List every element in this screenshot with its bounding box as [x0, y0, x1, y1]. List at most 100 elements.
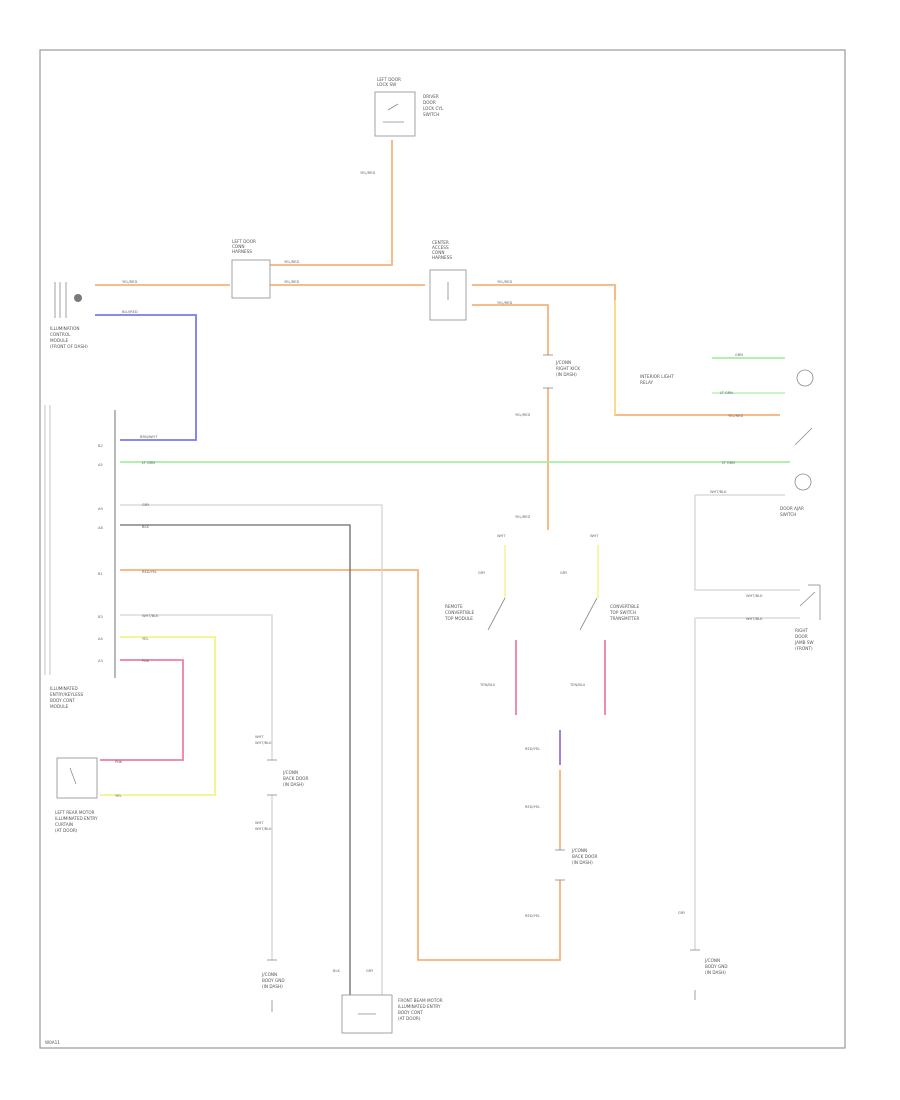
wire-label: YEL/RED: [497, 301, 512, 305]
wire-lightgray-2: [120, 614, 273, 760]
svg-text:DOOR: DOOR: [423, 100, 436, 105]
comp-label: CURTAIN: [55, 822, 73, 827]
svg-text:A4: A4: [98, 637, 103, 641]
svg-text:B1: B1: [98, 572, 103, 576]
comp-label: LEFT REAR MOTOR: [55, 810, 95, 815]
wire-label: BLU/RED: [122, 310, 138, 314]
comp-label: JAMB SW: [794, 640, 814, 645]
comp-label: DOOR AJAR: [780, 506, 804, 511]
wire-pink: [100, 659, 184, 761]
diagram-code: W0A11: [45, 1040, 60, 1045]
wire-label: LT GRN: [142, 461, 155, 465]
comp-label: HARNESS: [432, 255, 452, 260]
comp-label: BODY GND: [262, 978, 285, 983]
svg-text:B3: B3: [98, 615, 103, 619]
wire-label: WHT/BLK: [746, 594, 763, 598]
left-rear-actuator: PNK YEL LEFT REAR MOTOR ILLUMINATED ENTR…: [55, 757, 123, 833]
comp-label: (AT DOOR): [55, 828, 78, 833]
comp-label: MODULE: [50, 704, 69, 709]
comp-label: DOOR: [423, 100, 436, 105]
comp-label: ILLUMINATED: [50, 686, 78, 691]
wire-lightgray-4: [694, 495, 800, 591]
wire-label: RED/YEL: [525, 914, 540, 918]
wire-label: LT GRN: [720, 391, 733, 395]
wire-label: TEN/BLU: [569, 683, 586, 687]
wire-label: YEL/RED: [515, 413, 530, 417]
wire-label: WHT/BLK: [746, 617, 763, 621]
svg-text:SWITCH: SWITCH: [423, 112, 439, 117]
wire-label: YEL/RED: [515, 515, 530, 519]
wire-lightgray-1: [120, 504, 383, 995]
comp-label: J/CONN: [555, 360, 571, 365]
comp-label: TOP MODULE: [444, 616, 473, 621]
wire-label: WHT/BLK: [255, 741, 272, 745]
wire-label: WHT: [590, 534, 599, 538]
comp-label: J/CONN: [704, 958, 720, 963]
svg-text:LOCK SW: LOCK SW: [377, 82, 396, 87]
comp-label: CONVERTIBLE: [445, 610, 474, 615]
comp-label: ILLUMINATED ENTRY: [55, 816, 98, 821]
comp-label: J/CONN: [261, 972, 277, 977]
wires: [95, 140, 800, 995]
svg-text:A9: A9: [98, 507, 103, 511]
comp-label: CONN: [232, 244, 245, 249]
wire-label: GRY: [366, 969, 374, 973]
comp-label: (IN DASH): [705, 970, 726, 975]
comp-label: BODY GND: [705, 964, 728, 969]
wire-label: GRY: [478, 571, 486, 575]
wire-orange-lower: [120, 569, 561, 961]
window-modules: WHT WHT GRY GRY REMOTE CONVERTIBLE TOP M…: [444, 534, 639, 687]
diagram-frame: [39, 49, 846, 1049]
comp-label: RIGHT KICK: [556, 366, 580, 371]
comp-label: BODY CONT: [398, 1010, 423, 1015]
mid-joint-connector: WHT WHT/BLK J/CONN BACK DOOR (IN DASH) W…: [255, 735, 308, 831]
wire-label: WHT/BLK: [255, 827, 272, 831]
wire-label: YEL/RED: [122, 280, 137, 284]
driver-door-switch: LEFT DOOR LOCK SW DRIVER DOOR LOCK CYL S…: [374, 77, 444, 137]
wire-label: YEL/RED: [360, 171, 375, 175]
svg-text:A3: A3: [98, 659, 103, 663]
comp-label: BACK DOOR: [572, 854, 597, 859]
comp-label: (IN DASH): [556, 372, 577, 377]
comp-label: (AT DOOR): [398, 1016, 421, 1021]
comp-label: INTERIOR LIGHT: [640, 374, 674, 379]
wire-label: WHT/BLK: [142, 614, 159, 618]
wire-label: YEL: [142, 637, 148, 641]
interior-light-relay: INTERIOR LIGHT RELAY GRN LT GRN YEL/RED …: [640, 353, 814, 491]
comp-label: BACK DOOR: [283, 776, 308, 781]
wire-label: WHT: [255, 821, 264, 825]
right-switch: WHT/BLK WHT/BLK RIGHT DOOR JAMB SW (FRON…: [746, 584, 821, 651]
comp-label: DOOR: [795, 634, 808, 639]
wire-label: PNK: [115, 760, 123, 764]
comp-label: ENTRY/KEYLESS: [50, 692, 84, 697]
wire-label: TEN/BLU: [479, 683, 496, 687]
wire-label: BLK: [333, 969, 340, 973]
svg-text:LOCK CYL: LOCK CYL: [423, 106, 444, 111]
wire-orange-center-down: [472, 304, 549, 355]
comp-label: CONN: [432, 250, 445, 255]
svg-text:LEFT DOOR: LEFT DOOR: [377, 77, 401, 82]
wire-label: BRN/WHT: [140, 435, 158, 439]
wire-label: GRY: [560, 571, 568, 575]
comp-label: (IN DASH): [572, 860, 593, 865]
comp-label: TOP SWITCH: [609, 610, 636, 615]
wire-label: YEL/RED: [284, 280, 299, 284]
comp-label: (IN DASH): [262, 984, 283, 989]
joint-connector-upper: J/CONN RIGHT KICK (IN DASH) YEL/RED YEL/…: [515, 354, 580, 519]
wire-label: PNK: [142, 659, 150, 663]
door-ajar-switch: DOOR AJAR SWITCH WHT/BLK: [710, 490, 804, 517]
comp-label: MODULE: [50, 338, 69, 343]
svg-text:A8: A8: [98, 526, 103, 530]
wire-yellow-lower: [100, 636, 216, 796]
wire-label: WHT: [497, 534, 506, 538]
illuminated-entry-module: B2 A5 A9 A8 B1 B3 A4 A3 BRN/WHT LT GRN G…: [44, 405, 159, 709]
comp-label: REMOTE: [445, 604, 463, 609]
wire-blue: [95, 314, 197, 441]
comp-label: ACCESS: [432, 245, 449, 250]
comp-label: DRIVER: [423, 94, 439, 99]
wire-label: YEL/RED: [497, 280, 512, 284]
comp-label: HARNESS: [232, 249, 252, 254]
wire-label: GRY: [142, 503, 150, 507]
wire-label: BLK: [142, 525, 149, 529]
comp-label: CENTER: [432, 240, 449, 245]
